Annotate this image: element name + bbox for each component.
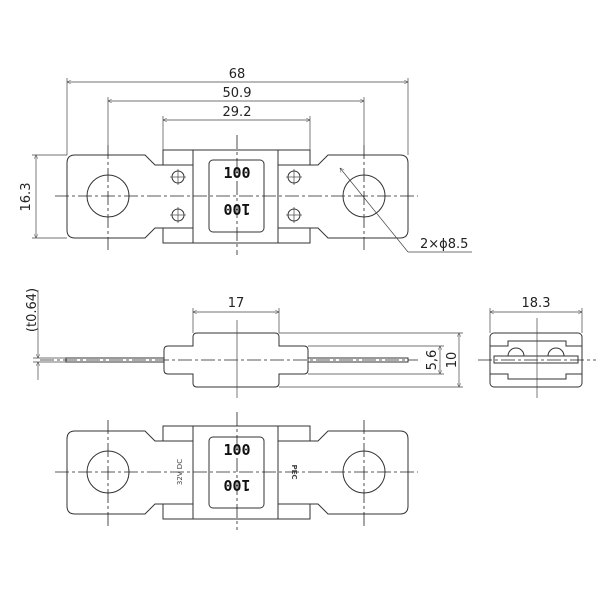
rating-label: 100 [223,164,250,182]
dim-hole-note: 2×ϕ8.5 [420,237,468,252]
dim-hole-pitch: 50.9 [223,86,252,101]
dim-body-length: 29.2 [223,105,252,120]
rating-label-inverted: 100 [223,200,250,218]
side-view: 17 5,6 10 (t0.64) [25,288,463,398]
rating-label: 100 [223,441,250,459]
bottom-view: 32V DC PEC 100 100 [55,412,418,530]
dim-terminal-height: 5,6 [425,350,440,371]
dim-overall-length: 68 [229,67,246,82]
top-dimensions: 68 50.9 29.2 16.3 2×ϕ8.5 [19,67,472,253]
end-view: 18.3 [478,296,596,398]
top-view: 100 100 [55,135,418,255]
dim-body-width: 17 [228,296,245,311]
brand-logo: PEC [290,464,298,479]
rating-label-inverted: 100 [223,476,250,494]
voltage-label: 32V DC [176,459,184,485]
dim-body-height: 10 [445,352,460,369]
dim-width: 16.3 [19,183,34,212]
dim-end-width: 18.3 [522,296,551,311]
dim-thickness: (t0.64) [25,288,40,332]
